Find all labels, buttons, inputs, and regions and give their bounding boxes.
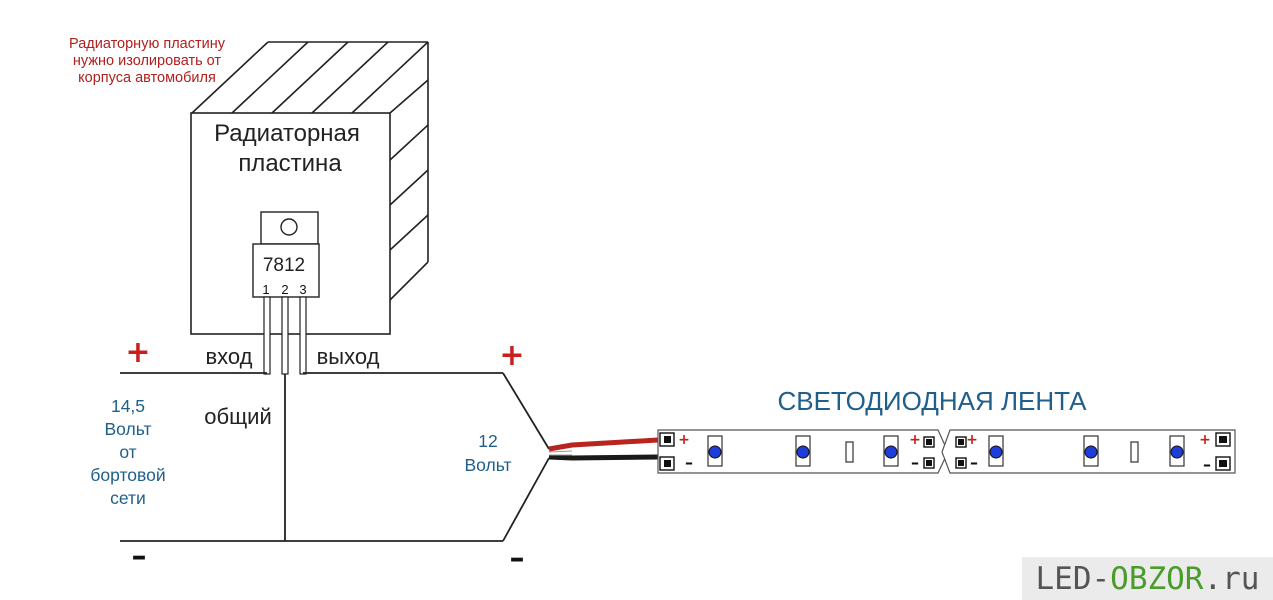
strip-cable: [548, 437, 659, 461]
circuit-wires: [120, 372, 550, 542]
heatsink-fins: [191, 41, 429, 301]
source-minus-sign: –: [132, 539, 147, 574]
led-6: [1170, 445, 1184, 459]
source-plus-sign: +: [125, 335, 150, 370]
source-line-4: бортовой: [90, 465, 165, 485]
led-3: [884, 445, 898, 459]
output-volt-line-1: 12: [478, 431, 497, 451]
strip-plus-seg2: +: [966, 432, 978, 448]
watermark-part-1: LED-: [1035, 560, 1111, 597]
resistor-1: [845, 441, 854, 463]
strip-plus-left: +: [678, 432, 690, 448]
output-label: выход: [317, 344, 380, 369]
output-volt-line-2: Вольт: [465, 455, 512, 475]
regulator-mount-hole: [280, 218, 298, 236]
black-lead: [548, 454, 659, 461]
source-line-3: от: [119, 442, 136, 462]
output-plus-sign: +: [499, 338, 524, 373]
output-minus-sign: –: [510, 541, 525, 576]
strip-plus-right: +: [1199, 432, 1211, 448]
site-watermark: LED-OBZOR.ru: [1022, 557, 1273, 600]
source-line-1: 14,5: [111, 396, 145, 416]
watermark-part-2: OBZOR: [1110, 560, 1204, 597]
pin-3-label: 3: [299, 282, 306, 297]
source-line-2: Вольт: [105, 419, 152, 439]
regulator-body: [252, 243, 320, 298]
pin-3: [299, 296, 307, 375]
note-line-2: нужно изолировать от: [73, 53, 221, 69]
led-5: [1084, 445, 1098, 459]
strip-title: СВЕТОДИОДНАЯ ЛЕНТА: [777, 386, 1087, 416]
source-line-5: сети: [110, 488, 146, 508]
minus-taper: [502, 457, 550, 542]
radiator-title-line2: пластина: [238, 150, 342, 177]
plus-taper: [502, 372, 550, 450]
resistor-2: [1130, 441, 1139, 463]
watermark-part-3: .ru: [1203, 560, 1260, 597]
strip-minus-mid: –: [911, 453, 919, 472]
common-label: общий: [204, 404, 272, 429]
strip-minus-seg2: –: [970, 453, 978, 472]
regulator-model: 7812: [263, 255, 305, 276]
output-voltage-label: 12 Вольт: [465, 431, 512, 475]
pin-1-label: 1: [262, 282, 269, 297]
note-line-1: Радиаторную пластину: [69, 36, 226, 52]
led-1: [708, 445, 722, 459]
isolation-note: Радиаторную пластину нужно изолировать о…: [69, 36, 226, 86]
voltage-regulator: 7812 1 2 3: [252, 211, 320, 375]
radiator-title-line1: Радиаторная: [214, 120, 360, 147]
strip-minus-left: –: [685, 453, 693, 472]
source-voltage-label: 14,5 Вольт от бортовой сети: [90, 396, 165, 508]
led-4: [989, 445, 1003, 459]
led-2: [796, 445, 810, 459]
pin-1: [263, 296, 271, 375]
led-strip-segment-2: + – + –: [941, 429, 1236, 474]
pin-2: [281, 296, 289, 375]
strip-minus-right: –: [1203, 455, 1211, 474]
pin-2-label: 2: [281, 282, 288, 297]
led-strip-segment-1: + – + –: [657, 429, 949, 474]
note-line-3: корпуса автомобиля: [78, 70, 216, 86]
red-lead: [548, 437, 659, 452]
strip-plus-mid: +: [909, 432, 921, 448]
input-label: вход: [205, 344, 252, 369]
